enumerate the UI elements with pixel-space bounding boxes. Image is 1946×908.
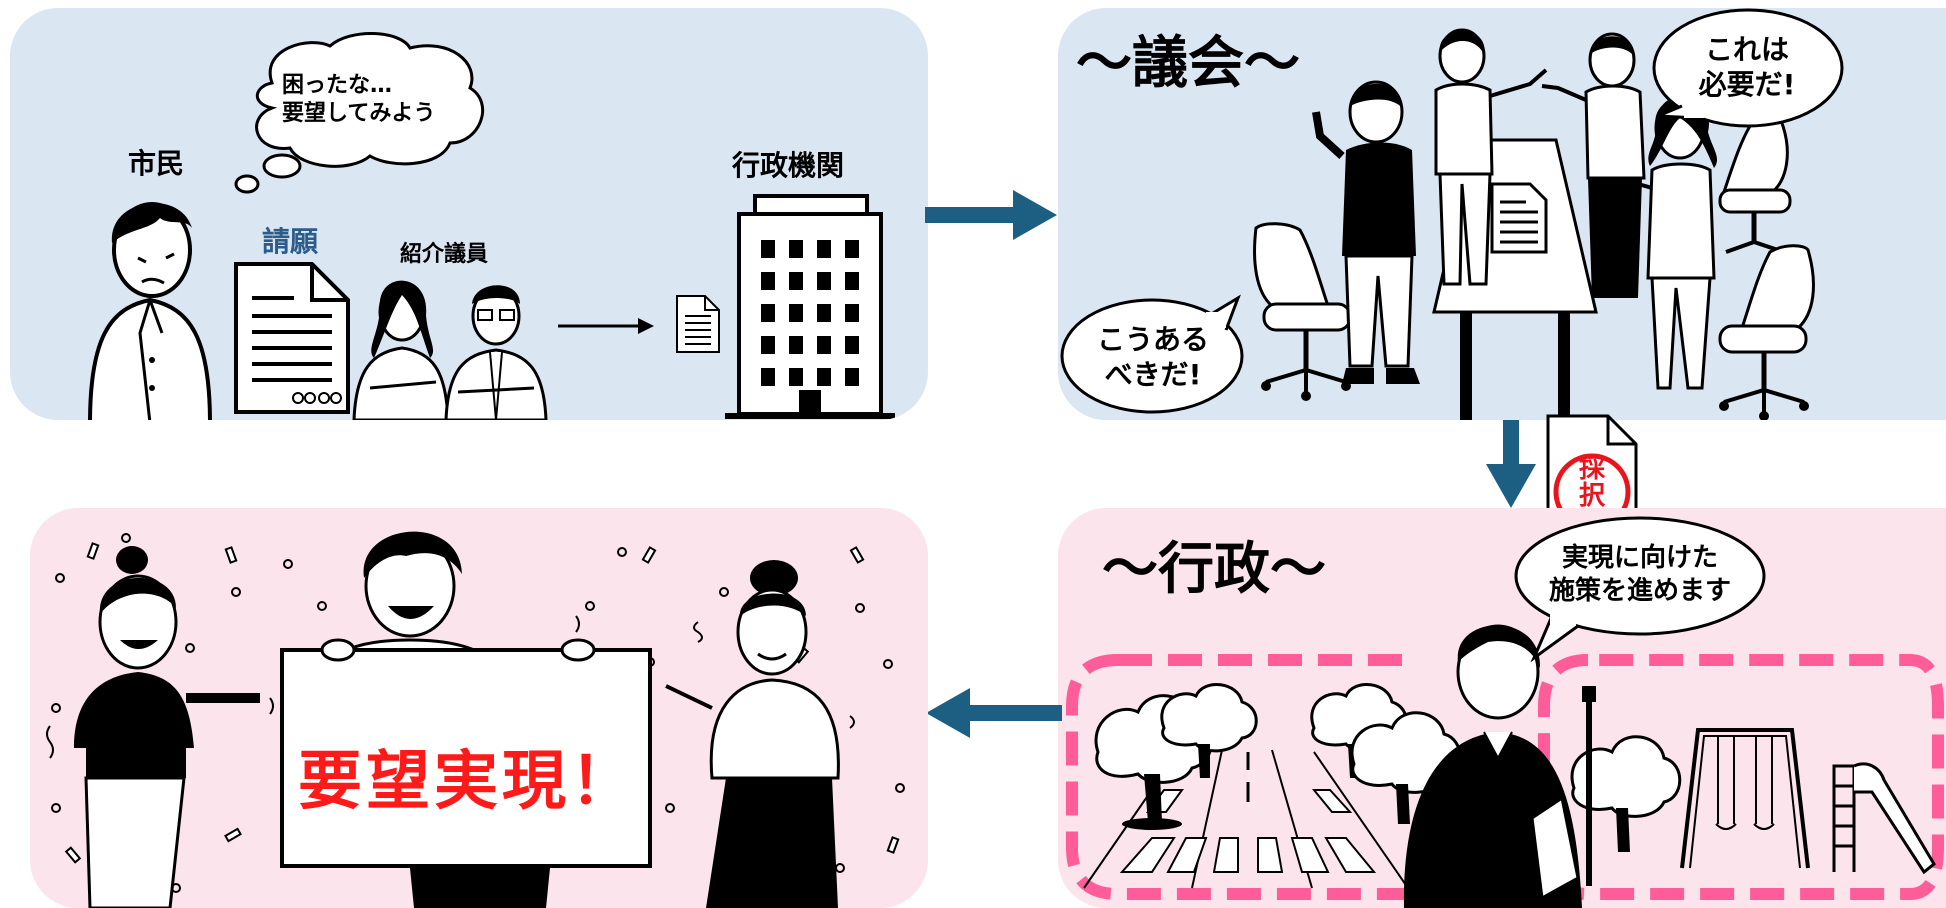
adopted-stamp-text: 採 択 [1578,454,1605,512]
banner-text: 要望実現！ [298,745,638,819]
building-icon [725,194,895,419]
panel-citizen-petition: 困ったな… 要望してみよう 市民 請願 紹介議員 [10,8,928,420]
tree-icon [1570,735,1682,852]
slide-icon [1832,762,1936,875]
submit-arrow [558,318,654,334]
speech-bubble [1514,516,1766,663]
panel-request-realized: 要望実現！ [30,508,928,908]
person-icon [1312,80,1420,384]
thought-text: 困ったな… 要望してみよう [282,73,436,126]
person-legs-icon [410,868,550,908]
agency-label: 行政機関 [732,149,845,182]
speech-bubble-left [1060,8,1844,414]
petition-label: 請願 [262,225,319,258]
crosswalk-icon [1083,749,1409,889]
chair-icon [1253,222,1352,401]
person-icon [74,546,260,908]
bubble-left-text: こうある べきだ! [1096,323,1209,391]
flow-arrow-left [926,688,1062,738]
banner-icon [280,638,652,868]
chair-icon [1718,112,1792,254]
dashed-zone [1066,654,1944,900]
administration-title: 〜行政〜 [1102,537,1326,602]
flow-arrow-right [925,190,1057,240]
person-icon [88,202,212,420]
administration-bubble-text: 実現に向けた 施策を進めます [1548,543,1731,606]
thought-bubble [234,32,485,194]
person-icon [1434,28,1548,286]
streetlamp-icon [1582,686,1596,886]
panel-council: 〜議会〜 [1058,8,1946,420]
small-document-icon [676,295,720,353]
swing-icon [1680,728,1810,869]
flow-arrow-down [1486,420,1536,508]
council-members-icon [352,280,548,420]
chair-icon [1718,244,1815,420]
panel-administration: 〜行政〜 [1058,508,1946,908]
person-icon [665,560,840,908]
person-icon [326,531,498,664]
introducer-label: 紹介議員 [400,242,489,267]
person-icon [1541,32,1646,298]
document-icon [234,262,350,414]
citizen-label: 市民 [128,147,185,180]
council-title: 〜議会〜 [1076,31,1300,96]
tree-icon [1160,683,1258,778]
bubble-right-text: これは 必要だ! [1698,33,1796,101]
person-icon [1403,624,1582,908]
